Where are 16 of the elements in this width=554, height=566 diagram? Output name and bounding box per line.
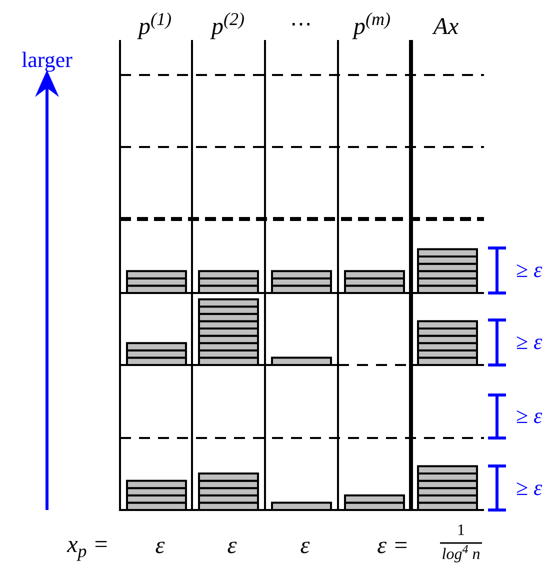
bracket-label: ≥ ε: [516, 405, 542, 427]
value-label: ε: [300, 534, 310, 558]
column-header: p$^{(m)}$: [354, 15, 390, 39]
column-header: Ax: [433, 15, 459, 39]
value-label: ε: [155, 534, 165, 558]
value-label: ε =: [377, 534, 409, 558]
fraction-denominator: log$^{4}$ n: [442, 547, 480, 563]
value-label: ε: [227, 534, 237, 558]
bracket-label: ≥ ε: [516, 259, 542, 281]
bracket-label: ≥ ε: [516, 477, 542, 499]
fraction-numerator: 1: [457, 523, 465, 539]
column-header: p$^{(2)}$: [212, 15, 244, 39]
ellipsis-header: ⋯: [290, 13, 312, 35]
column-header: p$^{(1)}$: [138, 15, 172, 39]
axis-label: larger: [22, 49, 72, 71]
bracket-label: ≥ ε: [516, 331, 542, 353]
